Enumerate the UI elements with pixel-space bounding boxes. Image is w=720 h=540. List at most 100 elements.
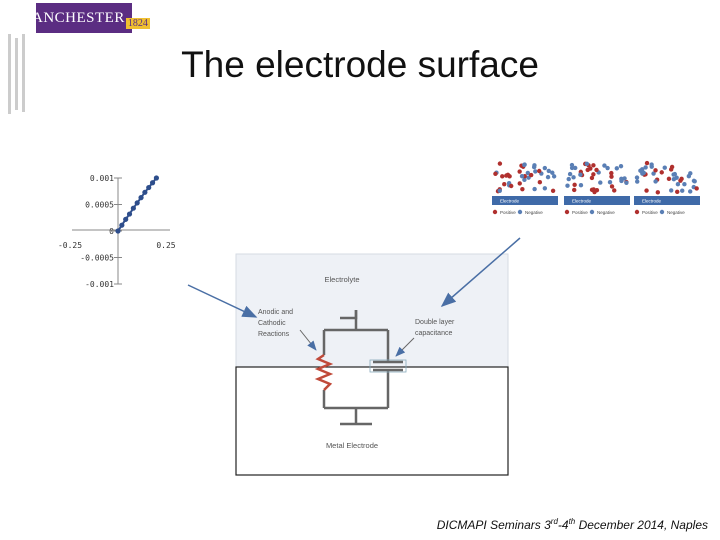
legend-positive-dot	[634, 209, 640, 215]
ion-dot	[591, 172, 596, 177]
ion-dot	[609, 174, 614, 179]
ion-dot	[624, 180, 629, 185]
ion-dot	[589, 175, 595, 181]
ion-dot	[680, 188, 685, 193]
legend-positive-dot	[492, 209, 498, 215]
data-point	[126, 211, 133, 217]
ion-dot	[578, 182, 584, 188]
ion-dot	[572, 187, 577, 193]
legend-negative-label: Negative	[597, 210, 615, 215]
legend-positive-dot	[564, 209, 570, 215]
capacitance-arrow	[395, 337, 415, 357]
legend-negative-dot	[659, 209, 665, 215]
ion-dot	[533, 169, 538, 174]
footer-mid: -4	[557, 518, 569, 532]
ion-dot	[641, 170, 646, 176]
ion-dot	[517, 181, 522, 186]
ion-dot	[674, 175, 679, 180]
ion-dot	[532, 186, 537, 192]
data-point	[142, 189, 148, 195]
ion-dot	[651, 171, 656, 176]
ion-dot	[550, 188, 556, 194]
y-tick-label: -0.0005	[80, 254, 114, 263]
thumbnail-box-label: Electrode	[642, 199, 662, 204]
vertical-watermark	[8, 34, 25, 114]
ion-dot	[522, 177, 527, 183]
ion-dot	[614, 166, 620, 171]
data-point	[119, 222, 125, 228]
chart-to-diagram-arrow	[187, 284, 258, 318]
ion-dot	[679, 176, 684, 182]
data-point	[153, 175, 159, 181]
ion-dot	[522, 162, 527, 168]
ion-dot	[688, 171, 693, 176]
ion-dot	[520, 186, 525, 192]
x-tick-label: -0.25	[58, 241, 82, 250]
ion-dot	[672, 171, 678, 177]
legend-negative-dot	[589, 209, 595, 215]
ion-dot	[644, 188, 649, 193]
ion-dot	[643, 165, 648, 170]
ion-dot	[607, 179, 613, 185]
electrode-label: Metal Electrode	[326, 441, 378, 450]
ion-dot	[605, 165, 610, 171]
ion-dot	[649, 164, 654, 169]
y-tick-label: 0	[109, 227, 114, 236]
reactions-arrow	[299, 329, 317, 351]
ion-dot	[542, 186, 548, 191]
ion-dot	[691, 178, 697, 184]
data-point	[115, 228, 121, 234]
ion-dot	[545, 174, 551, 180]
footer-caption: DICMAPI Seminars 3rd-4th December 2014, …	[437, 517, 708, 532]
ion-dot	[668, 167, 674, 172]
ion-dot	[594, 167, 599, 173]
ion-dot	[591, 163, 596, 168]
ion-dot	[662, 165, 667, 170]
ion-dot	[675, 189, 680, 195]
ion-dot	[682, 182, 687, 187]
data-point	[138, 195, 144, 201]
legend-negative-dot	[517, 209, 523, 215]
ion-dot	[659, 170, 664, 175]
electrode-bar	[634, 196, 700, 205]
ion-dot	[571, 175, 576, 180]
slide-title: The electrode surface	[181, 44, 539, 85]
ion-dot	[531, 164, 537, 170]
ion-dot	[565, 183, 570, 188]
electrolyte-label: Electrolyte	[324, 275, 359, 284]
reactions-label: Anodic and Cathodic Reactions	[258, 309, 295, 338]
logo-year: 1824	[125, 17, 150, 29]
ion-dot	[618, 163, 624, 169]
ion-dot	[551, 174, 557, 179]
y-tick-label: -0.001	[85, 280, 114, 289]
y-tick-label: 0.0005	[85, 201, 114, 210]
ion-dot	[622, 176, 627, 181]
ion-dot	[493, 171, 498, 176]
legend-positive-label: Positive	[500, 210, 516, 215]
thumbnails-to-diagram-arrow	[440, 237, 521, 307]
electrolyte-region	[235, 253, 509, 368]
ion-dot	[537, 168, 542, 174]
ion-dot	[609, 170, 614, 176]
ion-dot	[598, 180, 603, 185]
ion-dot	[688, 189, 693, 194]
electrode-bar	[564, 196, 630, 205]
legend-negative-label: Negative	[525, 210, 543, 215]
data-point	[130, 205, 136, 211]
ion-dot	[542, 165, 548, 171]
footer-sup2: th	[568, 517, 576, 526]
ion-dot	[528, 172, 534, 178]
thumbnail-box-label: Electrode	[500, 199, 520, 204]
data-point	[134, 200, 140, 206]
y-tick-label: 0.001	[90, 174, 114, 183]
electrode-region	[235, 366, 509, 476]
footer-pre: DICMAPI Seminars 3	[436, 518, 551, 532]
ion-dot	[537, 180, 543, 185]
ion-dot	[519, 173, 525, 179]
ion-dot	[500, 174, 505, 179]
ion-dot	[585, 167, 590, 173]
